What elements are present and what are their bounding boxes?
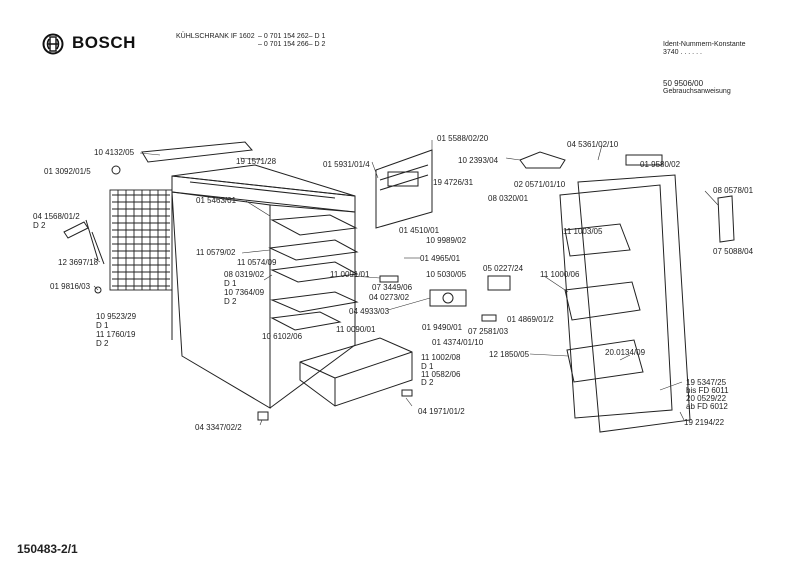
bracket-icon <box>63 221 89 239</box>
part-label: 10 4132/05 <box>94 148 135 157</box>
crisper-drawer <box>299 337 413 407</box>
part-label: 19 5347/25 <box>686 378 727 387</box>
part-label: 10 6102/06 <box>262 332 303 341</box>
part-label: 11 1760/19 <box>96 330 136 339</box>
part-label: 04 3347/02/2 <box>195 423 242 432</box>
product-title: KÜHLSCHRANK IF 1602 <box>176 33 255 40</box>
part-label: 11 0574/09 <box>237 258 277 267</box>
manual-label: Gebrauchsanweisung <box>663 88 731 95</box>
product-code-1: – 0 701 154 262– D 1 <box>258 33 326 40</box>
part-label: 04 4933/03 <box>349 307 390 316</box>
part-label: 01 4374/01/10 <box>432 338 484 347</box>
part-label: D 1 <box>224 279 237 288</box>
part-label: 01 5588/02/20 <box>437 134 489 143</box>
part-label: 11 0091/01 <box>330 270 370 279</box>
part-label: 11 1000/06 <box>540 270 580 279</box>
manual-number: 50 9506/00 <box>663 79 704 88</box>
condenser-coil <box>109 189 173 291</box>
part-label: 10 7364/09 <box>224 288 265 297</box>
knob-housing <box>519 151 566 169</box>
part-label: 19 4726/31 <box>433 178 474 187</box>
part-label: 01 9816/03 <box>50 282 91 291</box>
brand-name: BOSCH <box>72 33 136 52</box>
part-label: 19 2194/22 <box>684 418 725 427</box>
part-label: 20 0529/22 <box>686 394 727 403</box>
grommet-icon <box>111 165 121 175</box>
part-label: 04 0273/02 <box>369 293 410 302</box>
ident-title: Ident-Nummern-Konstante <box>663 41 746 48</box>
part-label: 10 2393/04 <box>458 156 499 165</box>
part-label: 07 2581/03 <box>468 327 509 336</box>
part-label: 10 9523/29 <box>96 312 137 321</box>
part-label: 10 9989/02 <box>426 236 467 245</box>
part-label: 11 0582/06 <box>421 370 461 379</box>
page-number: 150483-2/1 <box>17 542 78 556</box>
hinge-icon <box>257 411 269 421</box>
part-label: 04 5361/02/10 <box>567 140 619 149</box>
top-strip <box>141 141 254 163</box>
part-label: 04 1568/01/2 <box>33 212 80 221</box>
hinge-icon <box>401 389 413 397</box>
part-label: 08 0320/01 <box>488 194 529 203</box>
part-label: 12 1850/05 <box>489 350 530 359</box>
part-label: 04 1971/01/2 <box>418 407 465 416</box>
part-label: 07 5088/04 <box>713 247 754 256</box>
part-label: 12 3697/18 <box>58 258 99 267</box>
part-label: D 2 <box>96 339 109 348</box>
part-label: 10 5030/05 <box>426 270 467 279</box>
part-label: 01 4510/01 <box>399 226 440 235</box>
evaporator-plate <box>375 149 433 229</box>
part-label: 02 0571/01/10 <box>514 180 566 189</box>
part-label: 01 9490/01 <box>422 323 463 332</box>
part-label: D 2 <box>224 297 237 306</box>
part-label: 01 9580/02 <box>640 160 681 169</box>
part-label: D 2 <box>421 378 434 387</box>
cabinet-body <box>171 164 356 409</box>
part-label: 20.0134/09 <box>605 348 646 357</box>
door-assembly <box>559 174 691 433</box>
part-label: bis FD 6011 <box>686 386 729 395</box>
nameplate <box>625 154 663 166</box>
bosch-logo-icon <box>42 33 64 55</box>
part-label: 11 0579/02 <box>196 248 236 257</box>
part-label: D 2 <box>33 221 46 230</box>
part-label: 05 0227/24 <box>483 264 524 273</box>
part-label: 07 3449/06 <box>372 283 413 292</box>
part-label: 01 3092/01/5 <box>44 167 91 176</box>
part-label: 01 4965/01 <box>420 254 461 263</box>
part-label: 08 0578/01 <box>713 186 754 195</box>
part-label: 11 1002/08 <box>421 353 461 362</box>
part-label: 01 4869/01/2 <box>507 315 554 324</box>
door-handle-icon <box>717 195 735 243</box>
capillary-tube-icon <box>85 219 105 265</box>
part-label: ab FD 6012 <box>686 402 728 411</box>
shelves <box>268 214 359 331</box>
part-label: 01 5463/01 <box>196 196 237 205</box>
part-label: 19 1571/28 <box>236 157 277 166</box>
part-label: 11 0090/01 <box>336 325 376 334</box>
part-label: 08 0319/02 <box>224 270 265 279</box>
product-code-2: – 0 701 154 266– D 2 <box>258 41 326 48</box>
part-label: 01 5931/01/4 <box>323 160 370 169</box>
ident-value: 3740 . . . . . . <box>663 49 702 56</box>
part-label: 11 1003/05 <box>563 227 603 236</box>
part-label: D 1 <box>96 321 109 330</box>
part-label: D 1 <box>421 362 434 371</box>
